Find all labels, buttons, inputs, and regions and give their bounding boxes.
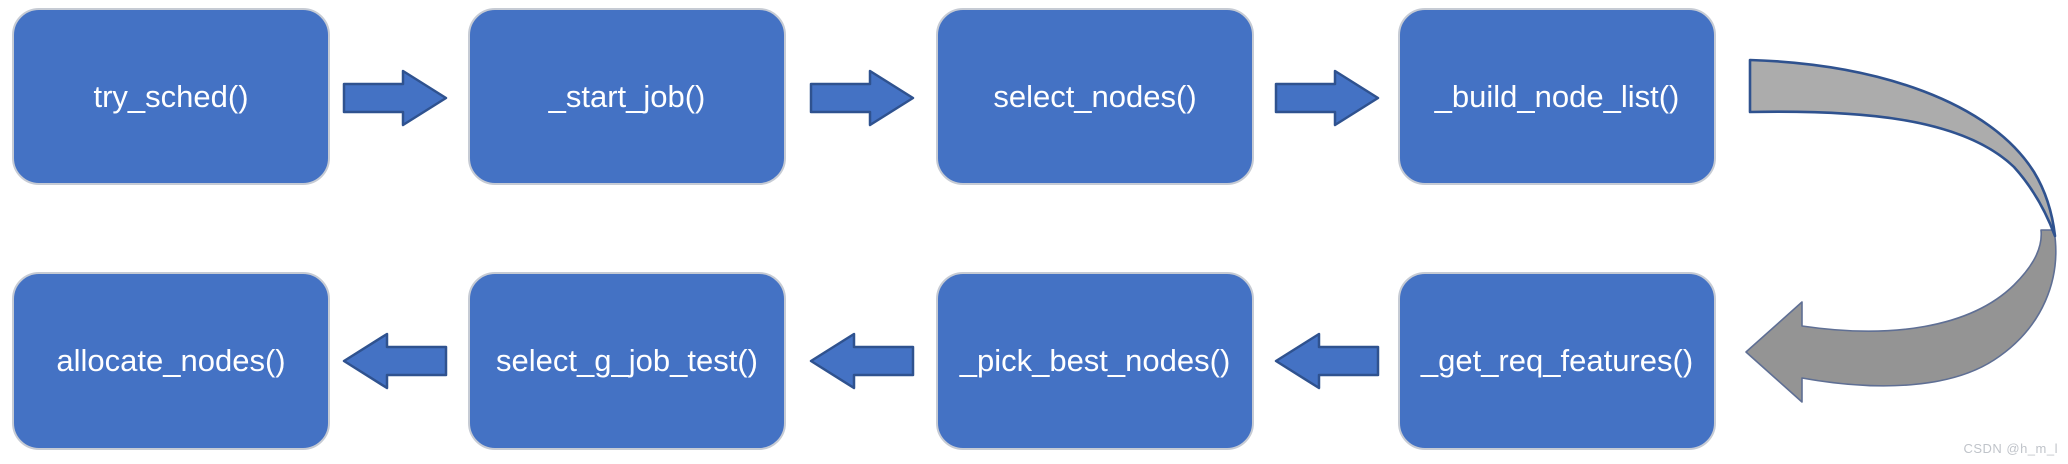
right-arrow-icon (809, 69, 915, 127)
flow-node-get-req-features: _get_req_features() (1398, 272, 1716, 450)
flow-node-start-job: _start_job() (468, 8, 786, 185)
flow-node-label: select_nodes() (993, 78, 1197, 114)
csdn-watermark: CSDN @h_m_l (1963, 441, 2058, 456)
flow-node-select-nodes: select_nodes() (936, 8, 1254, 185)
curved-connector-arrow-icon (1745, 58, 2057, 403)
flow-node-try-sched: try_sched() (12, 8, 330, 185)
flow-node-label: allocate_nodes() (56, 343, 286, 378)
flow-node-label: _pick_best_nodes() (959, 343, 1231, 378)
flow-node-pick-best-nodes: _pick_best_nodes() (936, 272, 1254, 450)
flow-node-label: _build_node_list() (1434, 78, 1680, 114)
left-arrow-icon (342, 332, 448, 390)
right-arrow-icon (1274, 69, 1380, 127)
flow-node-label: _get_req_features() (1420, 343, 1694, 378)
flow-node-select-g-job-test: select_g_job_test() (468, 272, 786, 450)
left-arrow-icon (1274, 332, 1380, 390)
flow-node-label: _start_job() (548, 78, 706, 114)
flow-node-build-node-list: _build_node_list() (1398, 8, 1716, 185)
flow-node-allocate-nodes: allocate_nodes() (12, 272, 330, 450)
left-arrow-icon (809, 332, 915, 390)
right-arrow-icon (342, 69, 448, 127)
flow-node-label: try_sched() (93, 78, 249, 114)
flow-node-label: select_g_job_test() (496, 343, 758, 378)
